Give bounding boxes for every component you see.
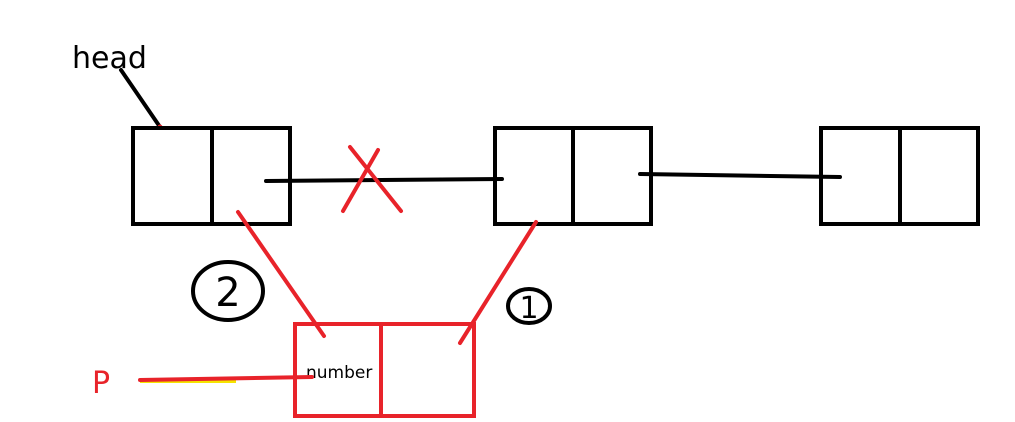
cross-mark-icon — [341, 145, 403, 213]
head-pointer-line — [119, 68, 162, 129]
new-node — [293, 322, 476, 418]
step-2-circle — [191, 260, 265, 322]
step-1-circle — [506, 287, 552, 325]
new-node-number-label: number — [306, 363, 372, 383]
step-2-number: 2 — [215, 270, 240, 316]
step-1-marker: 1 — [506, 287, 552, 326]
head-label: head — [72, 41, 147, 76]
new-node-box — [293, 322, 476, 418]
link-node1-newnode — [236, 210, 326, 338]
step-2-marker: 2 — [191, 260, 265, 322]
list-node-3 — [819, 126, 980, 226]
step-1-number: 1 — [519, 291, 538, 326]
list-node-1 — [131, 126, 292, 226]
link-node1-node2 — [264, 177, 504, 183]
link-newnode-node2 — [458, 220, 538, 345]
link-node2-node3 — [638, 172, 842, 179]
p-label: P — [92, 366, 110, 401]
list-node-2 — [493, 126, 653, 226]
p-pointer-line — [138, 375, 314, 382]
